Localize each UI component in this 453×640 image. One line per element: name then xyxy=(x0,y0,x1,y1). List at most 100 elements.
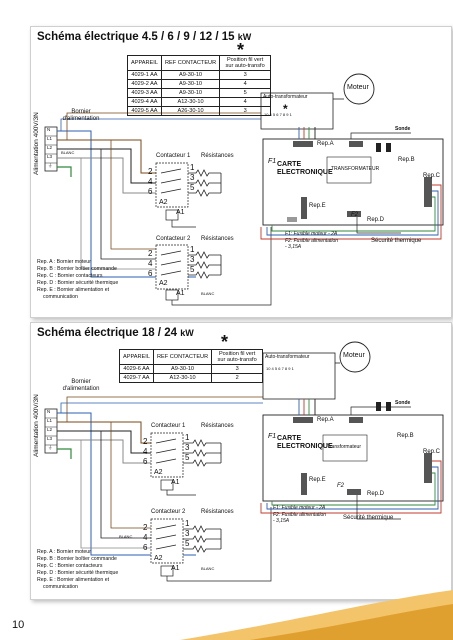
bornier-label: Bornier d'alimentation xyxy=(62,109,100,122)
fuse-f2-label: F2 xyxy=(351,212,359,218)
terminal-label: N xyxy=(47,409,51,414)
wire-color-label: BLANC xyxy=(201,566,215,571)
coil-a2-label: A2 xyxy=(154,555,163,562)
supply-label: Alimentation 400V/3N xyxy=(33,112,40,175)
coil-a1-label: A1 xyxy=(176,209,185,216)
rep-d-label: Rep.D xyxy=(367,491,385,497)
thermal-safety-label: Sécurité thermique xyxy=(343,515,394,521)
diagram-1-wires xyxy=(44,73,444,306)
terminal-label: L3 xyxy=(47,436,53,441)
contactor-2-pins-left: 2 4 6 xyxy=(143,523,148,552)
rep-e-label: Rep.E xyxy=(309,203,326,209)
sonde-label: Sonde xyxy=(395,126,411,132)
rep-c-label: Rep.C xyxy=(423,173,441,179)
table-header: APPAREIL xyxy=(119,349,154,365)
fuse-f2-label: F2 xyxy=(337,483,345,489)
table-header: REF CONTACTEUR xyxy=(160,55,221,71)
contactor-1-pins-right: 1 3 5 xyxy=(190,163,195,192)
wire-color-label: BLANC xyxy=(61,150,75,155)
contactor-1-pins-left: 2 4 6 xyxy=(148,167,153,196)
resistances-label: Résistances xyxy=(201,153,234,159)
rep-d-label: Rep.D xyxy=(367,217,385,223)
autotransfo-label: Auto-transformateur xyxy=(265,354,310,360)
terminal-label: L1 xyxy=(47,136,53,141)
page-number: 10 xyxy=(12,619,25,631)
contactor-1-label: Contacteur 1 xyxy=(156,153,191,159)
terminal-label: ⏚ xyxy=(48,163,53,168)
rep-b-label: Rep.B xyxy=(398,157,415,163)
resistances-label: Résistances xyxy=(201,236,234,242)
resistances-label: Résistances xyxy=(201,509,234,515)
motor-label: Moteur xyxy=(347,84,369,91)
autotransfo-label: Auto-transformateur xyxy=(263,94,308,100)
coil-a1-label: A1 xyxy=(171,479,180,486)
contactor-1-pins-right: 1 3 5 xyxy=(185,433,190,462)
terminal-label: ⏚ xyxy=(48,445,53,450)
autotransfo-taps: 10 4 5 6 7 8 9 1 xyxy=(266,366,294,371)
rep-a-label: Rep.A xyxy=(317,141,334,147)
fuse-f1-label: F1 xyxy=(268,433,277,440)
terminal-label: L2 xyxy=(47,427,53,432)
wire-color-label: BLANC xyxy=(119,534,133,539)
table-header: Position fil vert sur auto-transfo xyxy=(211,349,264,365)
contactor-2-label: Contacteur 2 xyxy=(151,509,186,515)
thermal-safety-label: Sécurité thermique xyxy=(371,238,422,244)
electronic-card-label: CARTE ELECTRONIQUE xyxy=(277,161,333,176)
rep-a-label: Rep.A xyxy=(317,417,334,423)
asterisk-mark: * xyxy=(221,332,229,352)
rep-c-label: Rep.C xyxy=(423,449,441,455)
contactor-1-pins-left: 2 4 6 xyxy=(143,437,148,466)
fuse-f1-label: F1 xyxy=(268,158,277,165)
motor-label: Moteur xyxy=(343,352,365,359)
coil-a1-label: A1 xyxy=(176,290,185,297)
asterisk-mark: * xyxy=(283,102,288,116)
electronic-card-label: CARTE ELECTRONIQUE xyxy=(277,435,333,450)
contactor-1-label: Contacteur 1 xyxy=(151,423,186,429)
table-header: REF CONTACTEUR xyxy=(152,349,213,365)
transformer-label: Transformateur xyxy=(327,444,361,450)
coil-a2-label: A2 xyxy=(159,280,168,287)
resistances-label: Résistances xyxy=(201,423,234,429)
asterisk-mark: * xyxy=(237,40,245,60)
contactor-2-pins-left: 2 4 6 xyxy=(148,249,153,278)
coil-a2-label: A2 xyxy=(154,469,163,476)
terminal-label: L3 xyxy=(47,154,53,159)
contactor-2-pins-right: 1 3 5 xyxy=(185,519,190,548)
contactor-2-pins-right: 1 3 5 xyxy=(190,245,195,274)
autotransfo-taps: 10 4 5 6 7 8 9 1 xyxy=(264,112,292,117)
supply-label: Alimentation 400V/3N xyxy=(33,394,40,457)
diagram-1-title: Schéma électrique 4.5 / 6 / 9 / 12 / 15 … xyxy=(37,31,252,43)
diagram-2-wires xyxy=(44,341,444,582)
wiring-diagram-1: Schéma électrique 4.5 / 6 / 9 / 12 / 15 … xyxy=(30,26,452,318)
footer-swoosh xyxy=(180,590,453,640)
transformer-label: TRANSFORMATEUR xyxy=(331,166,380,172)
coil-a1-label: A1 xyxy=(171,565,180,572)
table-header: APPAREIL xyxy=(127,55,162,71)
wire-color-label: BLANC xyxy=(201,291,215,296)
diagram-2-title: Schéma électrique 18 / 24 kW xyxy=(37,327,194,339)
table-header: Position fil vert sur auto-transfo xyxy=(219,55,272,71)
terminal-label: L1 xyxy=(47,418,53,423)
sonde-label: Sonde xyxy=(395,400,411,406)
coil-a2-label: A2 xyxy=(159,199,168,206)
rep-e-label: Rep.E xyxy=(309,477,326,483)
rep-b-label: Rep.B xyxy=(397,433,414,439)
terminal-label: N xyxy=(47,127,51,132)
terminal-label: L2 xyxy=(47,145,53,150)
contactor-2-label: Contacteur 2 xyxy=(156,236,191,242)
bornier-label: Bornier d'alimentation xyxy=(62,379,100,392)
